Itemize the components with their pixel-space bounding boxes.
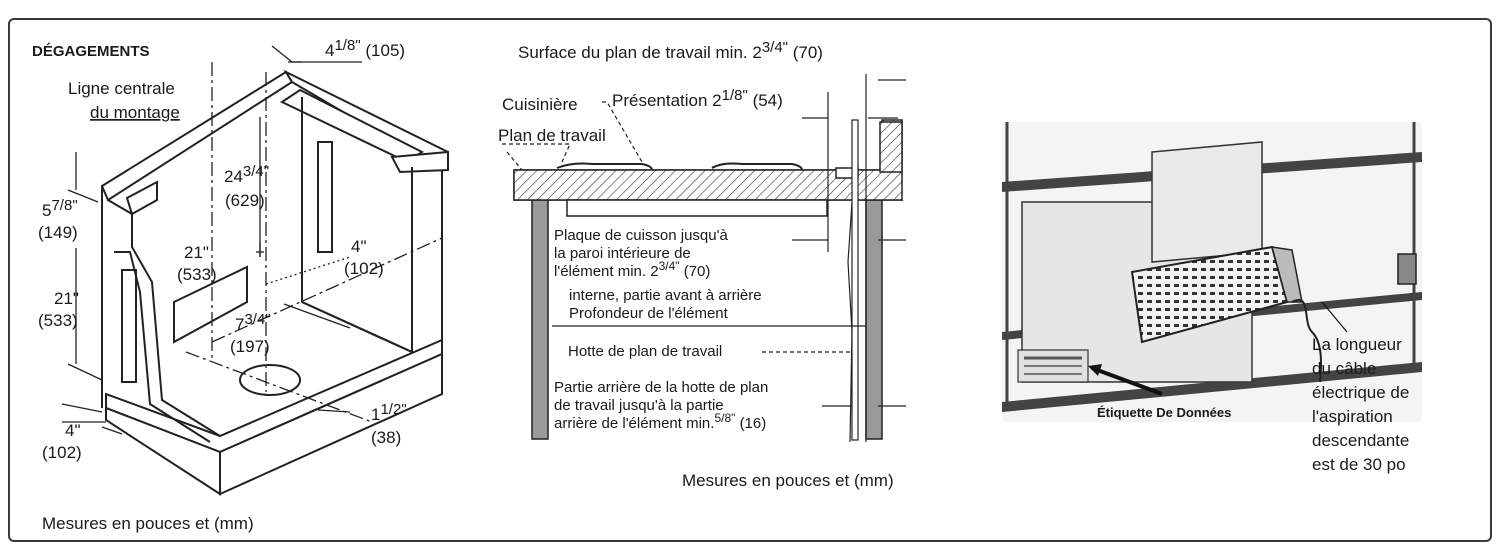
dim-4-bottom: 4"	[65, 421, 81, 440]
dim-21-left-mm: (533)	[38, 311, 78, 330]
cabinet-labels: DÉGAGEMENTS Ligne centrale du montage 41…	[32, 37, 407, 533]
label-cable-2: du câble	[1312, 359, 1376, 378]
section-labels: Surface du plan de travail min. 23/4" (7…	[498, 39, 894, 490]
label-profondeur-1: interne, partie avant à arrière	[569, 287, 762, 304]
dim-1: 11/2"	[371, 401, 407, 424]
label-surface: Surface du plan de travail min. 23/4" (7…	[518, 39, 823, 62]
dim-21-left: 21"	[54, 289, 79, 308]
label-center-line-1: Ligne centrale	[68, 79, 175, 98]
appliance-drawing	[1002, 122, 1422, 422]
dim-7-mm: (197)	[230, 337, 270, 356]
label-cable-6: est de 30 po	[1312, 455, 1406, 474]
dim-top-whole: 41/8" (105)	[325, 37, 405, 60]
dim-1-mm: (38)	[371, 428, 401, 447]
dim-4-right-mm: (102)	[344, 259, 384, 278]
dim-7: 73/4"	[235, 311, 271, 334]
dim-height-upper: 243/4"	[224, 163, 269, 186]
label-partie-2: de travail jusqu'à la partie	[554, 397, 724, 414]
cabinet-drawing	[100, 69, 449, 496]
label-cuisiniere: Cuisinière	[502, 95, 578, 114]
label-plaque-3: l'élément min. 23/4" (70)	[554, 259, 710, 280]
dim-side-top-mm: (149)	[38, 223, 78, 242]
label-center-line-2: du montage	[90, 103, 180, 122]
appliance-labels: Étiquette De Données La longueur du câbl…	[1097, 335, 1409, 474]
diagram-frame: DÉGAGEMENTS Ligne centrale du montage 41…	[8, 18, 1492, 542]
label-partie-1: Partie arrière de la hotte de plan	[554, 379, 768, 396]
dim-4-right: 4"	[351, 237, 367, 256]
caption-left: Mesures en pouces et (mm)	[42, 514, 254, 533]
caption-middle: Mesures en pouces et (mm)	[682, 471, 894, 490]
label-plan-de-travail: Plan de travail	[498, 126, 606, 145]
dim-4-bottom-mm: (102)	[42, 443, 82, 462]
dim-21-inner: 21"	[184, 243, 209, 262]
label-plaque-2: la paroi intérieure de	[554, 245, 691, 262]
dim-side-top: 57/8"	[42, 197, 78, 220]
section-drawing	[513, 119, 904, 443]
dim-height-upper-mm: (629)	[225, 191, 265, 210]
label-etiquette: Étiquette De Données	[1097, 405, 1231, 420]
title-degagements: DÉGAGEMENTS	[32, 43, 150, 60]
label-cable-3: électrique de	[1312, 383, 1409, 402]
label-hotte: Hotte de plan de travail	[568, 343, 722, 360]
dim-21-inner-mm: (533)	[177, 265, 217, 284]
label-cable-1: La longueur	[1312, 335, 1402, 354]
diagram-canvas: DÉGAGEMENTS Ligne centrale du montage 41…	[32, 37, 1422, 533]
label-presentation: Présentation 21/8" (54)	[612, 87, 783, 110]
label-partie-3: arrière de l'élément min.5/8" (16)	[554, 411, 766, 432]
label-cable-4: l'aspiration	[1312, 407, 1393, 426]
label-plaque-1: Plaque de cuisson jusqu'à	[554, 227, 728, 244]
cabinet-dimension-lines	[61, 45, 443, 435]
label-cable-5: descendante	[1312, 431, 1409, 450]
label-profondeur-2: Profondeur de l'élément	[569, 305, 729, 322]
section-dimension-lines	[502, 74, 906, 442]
